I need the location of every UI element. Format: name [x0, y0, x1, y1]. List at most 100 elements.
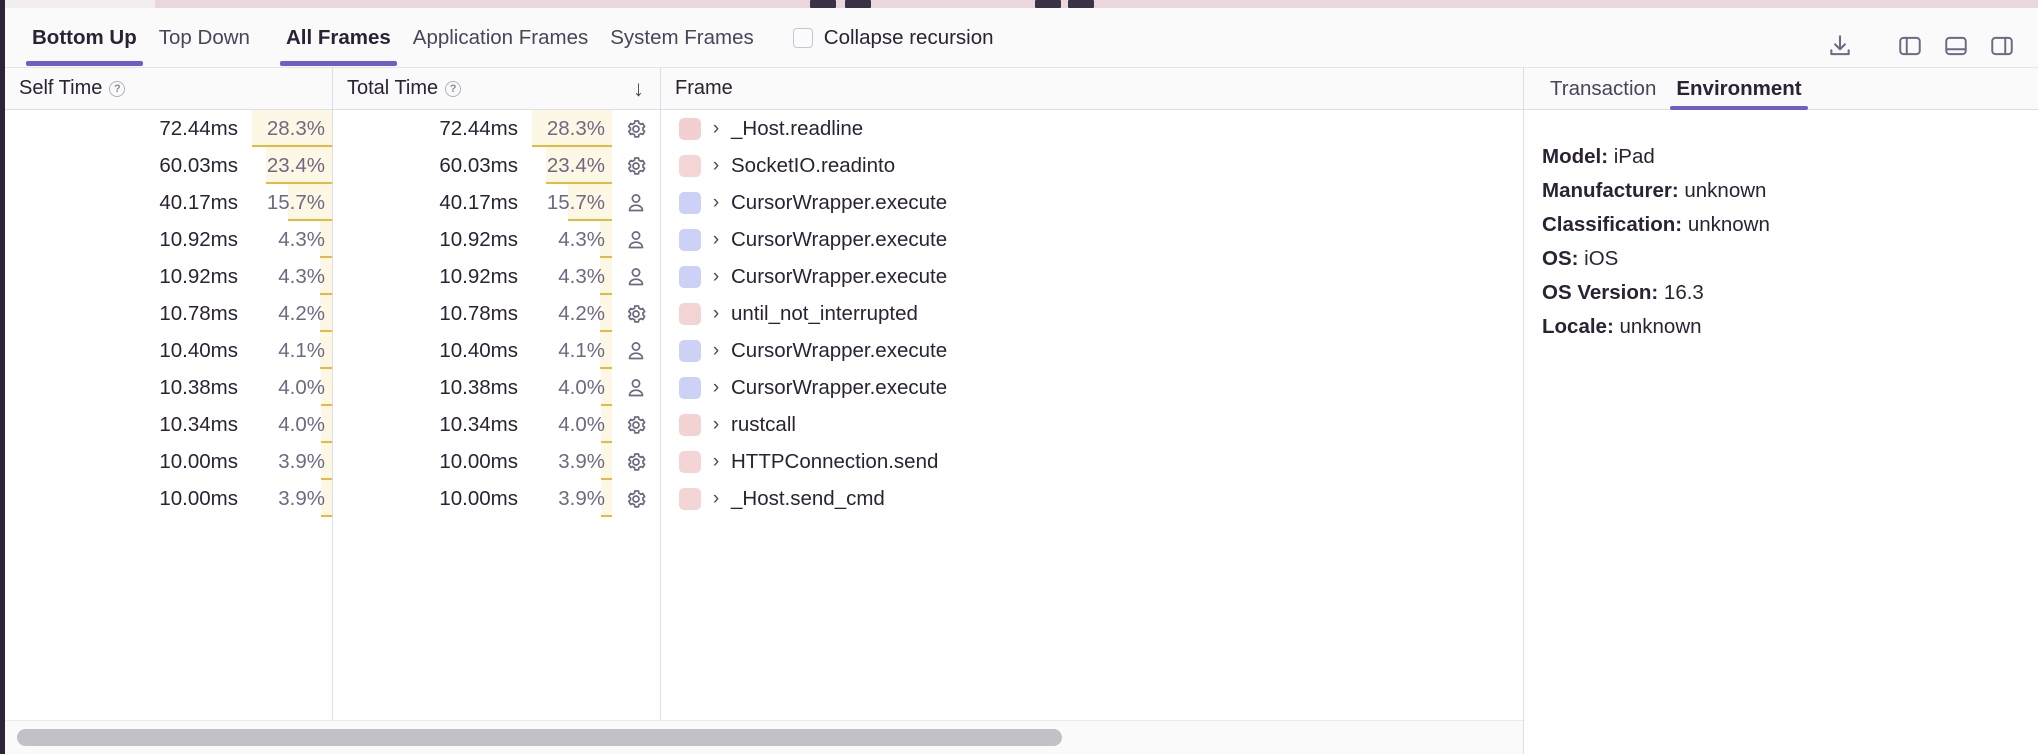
frame-color-swatch: [679, 117, 701, 140]
cell-frame: ›CursorWrapper.execute: [661, 221, 1523, 258]
gear-icon[interactable]: [612, 487, 660, 511]
self-time-percent: 3.9%: [278, 449, 325, 473]
flamegraph-strip: [5, 0, 2038, 8]
person-icon[interactable]: [612, 265, 660, 289]
chevron-right-icon[interactable]: ›: [712, 487, 720, 509]
frame-name: until_not_interrupted: [731, 301, 918, 325]
tab-system-frames[interactable]: System Frames: [610, 26, 754, 49]
chevron-right-icon[interactable]: ›: [712, 154, 720, 176]
chevron-right-icon[interactable]: ›: [712, 228, 720, 250]
gear-icon[interactable]: [612, 117, 660, 141]
self-time-percent-bar: 4.3%: [252, 258, 332, 295]
gear-icon[interactable]: [612, 413, 660, 437]
frame-color-swatch: [679, 339, 701, 362]
details-tab-bar: Transaction Environment: [1524, 67, 2038, 110]
chevron-right-icon[interactable]: ›: [712, 376, 720, 398]
help-icon[interactable]: ?: [445, 80, 462, 97]
cell-total-time: 10.92ms 4.3%: [333, 258, 661, 295]
cell-self-time: 10.40ms 4.1%: [5, 332, 333, 369]
right-panel-toggle-icon[interactable]: [1984, 28, 2020, 64]
frame-name: _Host.readline: [731, 116, 864, 140]
frame-name: rustcall: [731, 412, 796, 436]
self-time-percent-bar: 15.7%: [252, 184, 332, 221]
total-time-value: 10.92ms: [439, 264, 518, 288]
horizontal-scrollbar-thumb[interactable]: [17, 729, 1062, 746]
self-time-percent: 4.1%: [278, 338, 325, 362]
help-icon[interactable]: ?: [109, 80, 126, 97]
tab-bottom-up[interactable]: Bottom Up: [21, 8, 148, 67]
chevron-right-icon[interactable]: ›: [712, 265, 720, 287]
frame-name: CursorWrapper.execute: [731, 375, 948, 399]
total-time-percent-bar: 4.3%: [532, 258, 612, 295]
chevron-right-icon[interactable]: ›: [712, 117, 720, 139]
chevron-right-icon[interactable]: ›: [712, 450, 720, 472]
horizontal-scrollbar[interactable]: [5, 720, 1523, 754]
person-icon[interactable]: [612, 376, 660, 400]
total-time-percent-bar: 3.9%: [532, 480, 612, 517]
self-time-value: 60.03ms: [159, 153, 238, 177]
frame-color-swatch: [679, 191, 701, 214]
total-time-percent: 4.3%: [558, 264, 605, 288]
total-time-percent-bar: 23.4%: [532, 147, 612, 184]
collapse-recursion-control[interactable]: Collapse recursion: [792, 8, 994, 67]
tab-transaction[interactable]: Transaction: [1550, 77, 1657, 100]
tab-environment[interactable]: Environment: [1666, 67, 1811, 110]
self-time-percent: 4.0%: [278, 375, 325, 399]
bottom-panel-toggle-icon[interactable]: [1938, 28, 1974, 64]
total-time-percent: 3.9%: [558, 449, 605, 473]
sort-descending-icon[interactable]: ↓: [633, 75, 644, 101]
self-time-percent: 23.4%: [266, 153, 325, 177]
person-icon[interactable]: [612, 228, 660, 252]
frame-color-swatch: [679, 302, 701, 325]
frame-name: _Host.send_cmd: [731, 486, 885, 510]
download-icon[interactable]: [1822, 28, 1858, 64]
column-header-frame-label: Frame: [675, 77, 733, 99]
gear-icon[interactable]: [612, 302, 660, 326]
total-time-percent: 4.2%: [558, 301, 605, 325]
frame-color-swatch: [679, 228, 701, 251]
person-icon[interactable]: [612, 191, 660, 215]
tab-all-frames[interactable]: All Frames: [275, 8, 402, 67]
view-toolbar: Bottom Up Top Down All Frames Applicatio…: [5, 8, 2038, 67]
frame-color-swatch: [679, 487, 701, 510]
flamegraph-block-light: [5, 0, 155, 8]
collapse-recursion-checkbox[interactable]: [792, 27, 813, 48]
chevron-right-icon[interactable]: ›: [712, 413, 720, 435]
chevron-right-icon[interactable]: ›: [712, 302, 720, 324]
self-time-value: 10.92ms: [159, 264, 238, 288]
column-header-total-time[interactable]: Total Time ? ↓: [333, 68, 661, 109]
gear-icon[interactable]: [612, 154, 660, 178]
person-icon[interactable]: [612, 339, 660, 363]
tab-application-frames[interactable]: Application Frames: [412, 26, 589, 49]
left-panel-toggle-icon[interactable]: [1892, 28, 1928, 64]
self-time-value: 10.40ms: [159, 338, 238, 362]
tab-top-down[interactable]: Top Down: [158, 26, 250, 49]
gear-icon[interactable]: [612, 450, 660, 474]
chevron-right-icon[interactable]: ›: [712, 191, 720, 213]
cell-frame: › until_not_interrupted: [661, 295, 1523, 332]
chevron-right-icon[interactable]: ›: [712, 339, 720, 361]
column-header-frame[interactable]: Frame: [661, 68, 1523, 109]
self-time-percent: 4.3%: [278, 264, 325, 288]
total-time-percent-bar: 4.2%: [532, 295, 612, 332]
column-header-self-time[interactable]: Self Time ?: [5, 68, 333, 109]
self-time-percent-bar: 3.9%: [252, 443, 332, 480]
